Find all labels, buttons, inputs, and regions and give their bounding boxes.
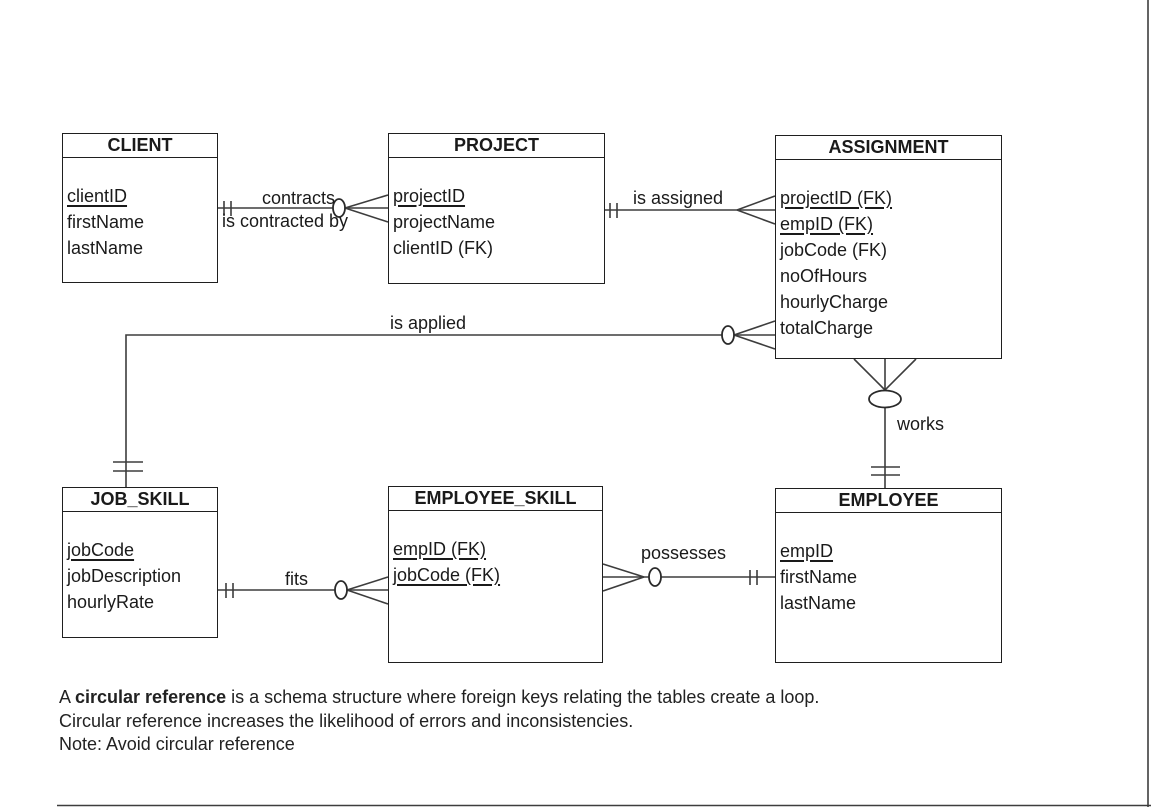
attribute-empid: empID <box>780 541 834 561</box>
zero-optional-marker <box>868 389 902 409</box>
crow-foot-marker <box>346 589 389 605</box>
attribute-jobcode: jobCode <box>67 540 135 560</box>
attribute-totalcharge: totalCharge <box>780 318 874 338</box>
note-bold-term: circular reference <box>75 687 227 707</box>
entity-employee: EMPLOYEE empID firstName lastName <box>775 488 1002 663</box>
crow-foot-marker <box>346 576 389 591</box>
note-line-3: Note: Avoid circular reference <box>59 734 295 754</box>
entity-assignment-title: ASSIGNMENT <box>776 136 1001 160</box>
connector-jobskill-assignment <box>113 320 776 488</box>
relationship-label-possesses: possesses <box>641 543 727 563</box>
attribute-projectname: projectName <box>393 212 496 232</box>
entity-assignment: ASSIGNMENT projectID (FK) empID (FK) job… <box>775 135 1002 359</box>
relationship-label-is-contracted-by: is contracted by <box>222 211 349 231</box>
attribute-lastname: lastName <box>67 238 144 258</box>
attribute-empid-fk: empID (FK) <box>393 539 487 559</box>
attribute-jobdescription: jobDescription <box>67 566 182 586</box>
relationship-label-is-applied: is applied <box>390 313 467 333</box>
zero-optional-marker <box>334 580 348 600</box>
connector-employeeskill-employee <box>602 563 775 592</box>
attribute-clientid-fk: clientID (FK) <box>393 238 494 258</box>
attribute-jobcode-fk: jobCode (FK) <box>393 565 501 585</box>
entity-client: CLIENT clientID firstName lastName <box>62 133 218 283</box>
attribute-hourlyrate: hourlyRate <box>67 592 155 612</box>
connector-employee-assignment <box>853 358 917 488</box>
entity-job-skill: JOB_SKILL jobCode jobDescription hourlyR… <box>62 487 218 638</box>
relationship-label-fits: fits <box>285 569 309 589</box>
connector-project-assignment <box>605 195 776 225</box>
attribute-hourlycharge: hourlyCharge <box>780 292 889 312</box>
attribute-jobcode-fk: jobCode (FK) <box>780 240 888 260</box>
attribute-lastname: lastName <box>780 593 857 613</box>
crow-foot-marker <box>344 207 389 223</box>
crow-foot-marker <box>602 576 645 592</box>
entity-client-title: CLIENT <box>63 134 217 158</box>
crow-foot-marker <box>736 195 776 211</box>
crow-foot-marker <box>884 358 917 391</box>
relationship-label-works: works <box>897 414 945 434</box>
relationship-label-is-assigned: is assigned <box>633 188 724 208</box>
crow-foot-marker <box>344 194 389 209</box>
connector-client-project <box>218 194 389 223</box>
relationship-label-contracts: contracts <box>262 188 336 208</box>
note-text: A circular reference is a schema structu… <box>59 686 1099 757</box>
entity-project: PROJECT projectID projectName clientID (… <box>388 133 605 284</box>
entity-job-skill-title: JOB_SKILL <box>63 488 217 512</box>
attribute-firstname: firstName <box>780 567 858 587</box>
entity-employee-skill-title: EMPLOYEE_SKILL <box>389 487 602 511</box>
zero-optional-marker <box>648 567 662 587</box>
attribute-projectid: projectID <box>393 186 466 206</box>
attribute-empid-fk: empID (FK) <box>780 214 874 234</box>
zero-optional-marker <box>332 198 346 218</box>
note-line-2: Circular reference increases the likelih… <box>59 710 634 731</box>
crow-foot-marker <box>733 334 776 350</box>
crow-foot-marker <box>736 209 776 225</box>
attribute-clientid: clientID <box>67 186 128 206</box>
attribute-noofhours: noOfHours <box>780 266 868 286</box>
entity-employee-skill: EMPLOYEE_SKILL empID (FK) jobCode (FK) <box>388 486 603 663</box>
entity-employee-title: EMPLOYEE <box>776 489 1001 513</box>
crow-foot-marker <box>733 320 776 336</box>
note-line-1: A circular reference is a schema structu… <box>59 687 820 707</box>
crow-foot-marker <box>602 563 645 578</box>
crow-foot-marker <box>853 358 886 391</box>
attribute-projectid-fk: projectID (FK) <box>780 188 893 208</box>
attribute-firstname: firstName <box>67 212 145 232</box>
zero-optional-marker <box>721 325 735 345</box>
entity-project-title: PROJECT <box>389 134 604 158</box>
connector-jobskill-employeeskill <box>210 576 389 605</box>
